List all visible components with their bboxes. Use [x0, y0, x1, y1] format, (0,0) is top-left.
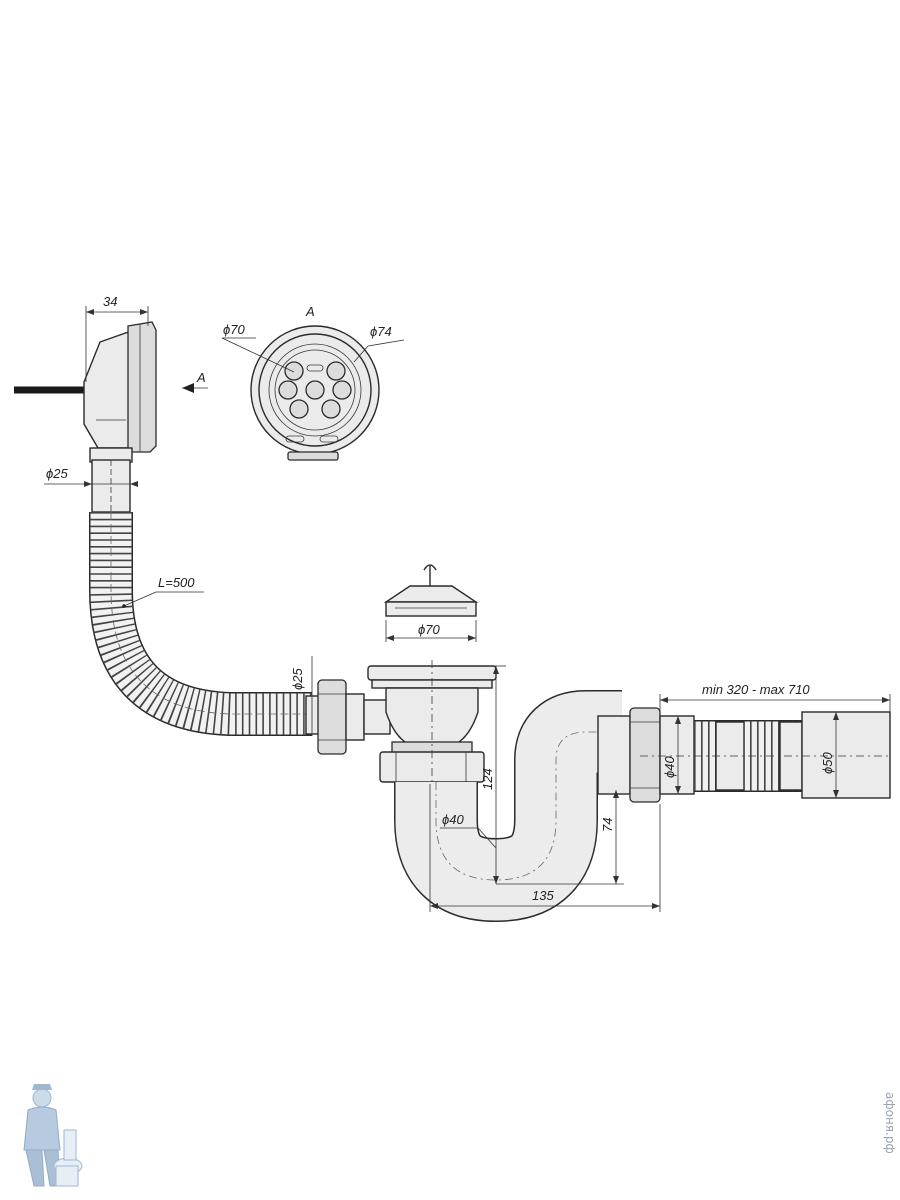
watermark-text: афоня.рф [883, 1092, 897, 1154]
view-a-arrow: A [182, 370, 208, 393]
dia-40-trap-label: ϕ40 [442, 812, 464, 827]
view-a-grate: A ϕ70 ϕ74 [221, 304, 405, 461]
hose-length-callout: L=500 [122, 575, 204, 608]
outlet-assembly [597, 707, 892, 803]
plumber-mascot-logo [23, 1084, 83, 1187]
dim-length-range: min 320 - max 710 [659, 682, 891, 712]
corrugated-hose [89, 512, 312, 736]
dim-74-label: 74 [600, 818, 615, 832]
dim-dia-40-trap: ϕ40 [440, 812, 497, 849]
dim-34: 34 [85, 294, 149, 382]
dia-70-top-label: ϕ70 [223, 322, 245, 337]
drain-plug: ϕ70 [383, 564, 479, 642]
dia-74-label: ϕ74 [370, 324, 392, 339]
trap-u-bend [394, 690, 628, 922]
dim-135: 135 [429, 784, 661, 912]
view-a-title: A [305, 304, 315, 319]
view-a-arrow-label: A [196, 370, 206, 385]
dim-74: 74 [496, 790, 624, 885]
length-range-label: min 320 - max 710 [702, 682, 810, 697]
dia-25-left-label: ϕ25 [46, 466, 68, 481]
dim-124-label: 124 [480, 768, 495, 790]
hose-length-label: L=500 [158, 575, 195, 590]
dim-34-label: 34 [103, 294, 117, 309]
dim-dia-40-outlet: ϕ40 [662, 716, 681, 794]
drain-body [367, 660, 497, 900]
dia-25-mid-label: ϕ25 [290, 668, 305, 690]
overflow-pipe: ϕ25 [44, 459, 138, 513]
dia-40-outlet-label: ϕ40 [662, 756, 677, 778]
dim-135-label: 135 [532, 888, 554, 903]
dim-dia-50: ϕ50 [820, 712, 839, 798]
dia-50-label: ϕ50 [820, 752, 835, 774]
dia-70-plug-label: ϕ70 [418, 622, 440, 637]
overflow-head [14, 321, 157, 463]
